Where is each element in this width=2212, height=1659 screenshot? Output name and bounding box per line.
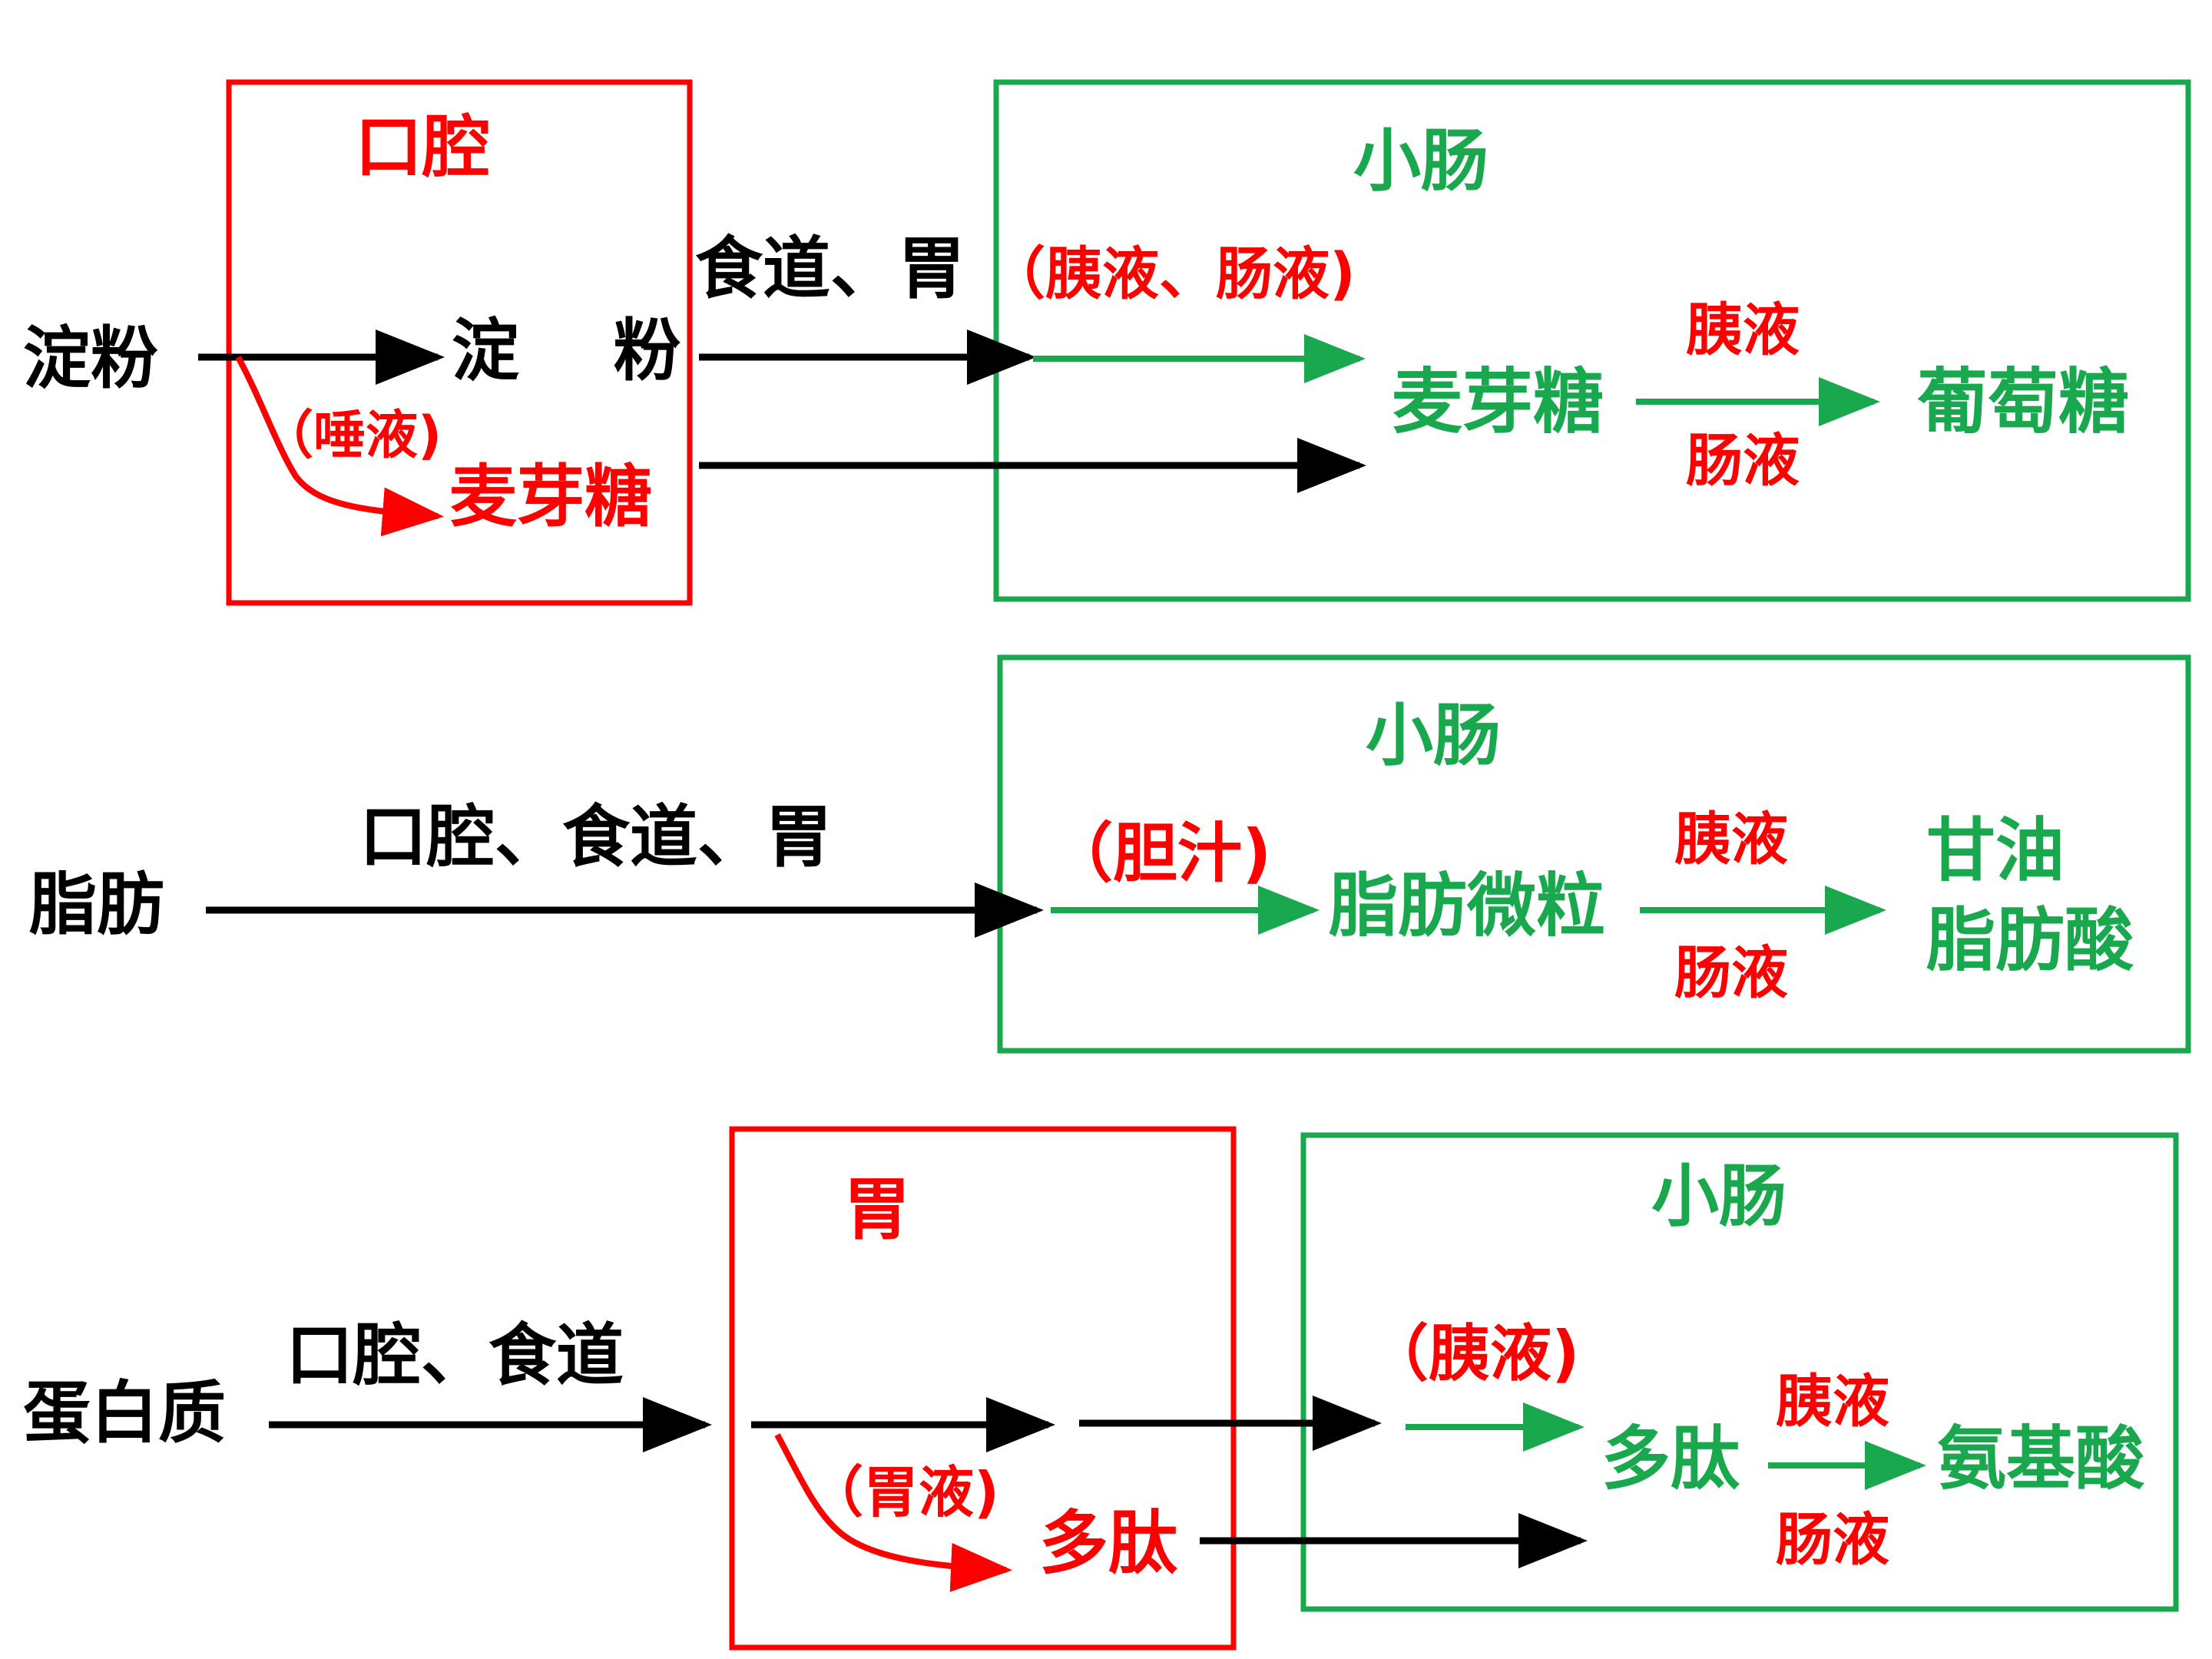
fat-input-label: 脂肪 — [29, 865, 164, 944]
enzyme-top-protein: 胰液 — [1776, 1369, 1889, 1435]
pancreatic-intestinal-label: （胰液、肠液) — [988, 241, 1356, 307]
small-intestine-box-protein — [1300, 1132, 2179, 1612]
esophagus-stomach-label: 食道、胃 — [695, 229, 965, 308]
polypeptide-stomach-label: 多肽 — [1039, 1503, 1178, 1584]
stomach-box — [729, 1126, 1237, 1651]
enzyme-bottom-protein: 肠液 — [1776, 1507, 1889, 1573]
stomach-title: 胃 — [843, 1170, 911, 1249]
small-intestine-title-protein: 小肠 — [1651, 1157, 1786, 1236]
saliva-curve-arrow — [235, 356, 444, 537]
small-intestine-box-starch — [993, 79, 2191, 602]
amino-acid-label: 氨基酸 — [1937, 1419, 2145, 1499]
glucose-label: 葡萄糖 — [1917, 361, 2129, 443]
pancreatic-label: （胰液) — [1367, 1318, 1580, 1389]
gastric-curve-arrow — [774, 1433, 1012, 1592]
enzyme-top-starch: 胰液 — [1686, 297, 1800, 363]
glycerol-label: 甘油 — [1926, 810, 2065, 891]
maltose-label: 麦芽糖 — [1392, 361, 1604, 443]
gastric-juice-label: （胃液) — [808, 1460, 999, 1525]
enzyme-bottom-fat: 肠液 — [1674, 940, 1788, 1006]
small-intestine-box-fat — [997, 654, 2191, 1054]
small-intestine-title-fat: 小肠 — [1366, 696, 1501, 775]
mouth-box — [226, 79, 693, 606]
starch-word: 淀 粉 — [452, 311, 681, 390]
fat-row: 脂肪 口腔、食道、胃 小肠 （胆汁) 脂肪微粒 胰液 肠液 甘油 脂肪酸 — [29, 654, 2191, 1054]
fat-path-label: 口腔、食道、胃 — [359, 797, 833, 876]
starch-input-label: 淀粉 — [23, 319, 158, 398]
protein-row: 蛋白质 口腔、食道 胃 （胃液) 多肽 小肠 （胰液) 多肽 胰液 肠液 氨基酸 — [23, 1126, 2179, 1651]
protein-path-label: 口腔、食道 — [286, 1316, 624, 1395]
maltose-mouth-label: 麦芽糖 — [449, 457, 652, 536]
polypeptide-label: 多肽 — [1601, 1419, 1740, 1499]
mouth-title: 口腔 — [355, 108, 490, 187]
enzyme-bottom-starch: 肠液 — [1686, 428, 1800, 494]
protein-input-label: 蛋白质 — [23, 1373, 226, 1452]
fatty-acid-label: 脂肪酸 — [1926, 900, 2134, 981]
bile-label: （胆汁) — [1048, 816, 1271, 891]
small-intestine-title-starch: 小肠 — [1353, 121, 1488, 200]
fat-particles-label: 脂肪微粒 — [1329, 866, 1605, 946]
enzyme-top-fat: 胰液 — [1674, 806, 1788, 873]
starch-row: 淀粉 口腔 淀 粉 （唾液) 麦芽糖 食道、胃 （胰液、肠液) 小肠 麦芽糖 胰… — [23, 79, 2191, 606]
saliva-label: （唾液) — [261, 406, 442, 466]
